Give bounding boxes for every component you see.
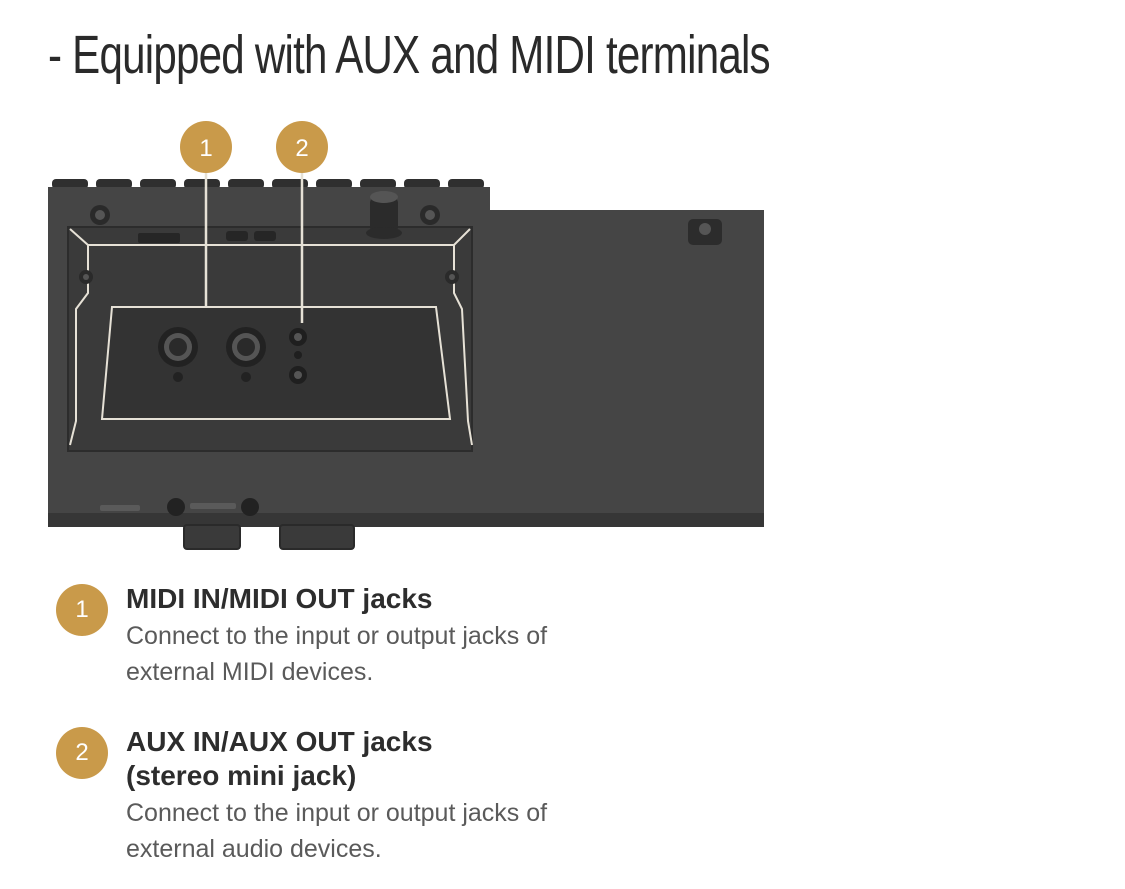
callout-badge-1-label: 1: [199, 135, 212, 162]
legend-desc-aux: Connect to the input or output jacks of …: [126, 795, 726, 867]
legend-title-aux: AUX IN/AUX OUT jacks (stereo mini jack): [126, 725, 726, 793]
midi-out-jack-icon: [226, 327, 266, 382]
legend-desc-midi-line-2: external MIDI devices.: [126, 658, 374, 686]
screw-icons: [79, 205, 722, 284]
inner-panel-outline: [100, 306, 452, 420]
legend-badge-2: 2: [56, 727, 108, 779]
callout-leaders: [204, 169, 304, 323]
lower-jacks: [100, 498, 259, 516]
legend-title-midi: MIDI IN/MIDI OUT jacks: [126, 583, 433, 614]
aux-in-jack-icon: [289, 328, 307, 346]
legend-title-aux-line-1: AUX IN/AUX OUT jacks: [126, 726, 433, 757]
upper-ports: [138, 231, 276, 243]
bottom-shadow: [48, 513, 764, 527]
callout-badge-2-label: 2: [295, 135, 308, 162]
callout-badge-1: 1: [180, 121, 232, 173]
aux-out-jack-icon: [289, 366, 307, 384]
legend-desc-aux-line-2: external audio devices.: [126, 835, 382, 863]
legend-title-aux-line-2: (stereo mini jack): [126, 760, 357, 791]
feet: [183, 524, 355, 550]
power-knob-icon: [366, 191, 402, 239]
legend-text-aux: AUX IN/AUX OUT jacks (stereo mini jack) …: [126, 725, 726, 867]
page-title: - Equipped with AUX and MIDI terminals: [48, 25, 771, 85]
keyboard-rear-panel-diagram: 1 2: [48, 121, 764, 550]
legend-badge-1: 1: [56, 584, 108, 636]
legend-desc-aux-line-1: Connect to the input or output jacks of: [126, 799, 548, 827]
top-edge-bumps: [52, 179, 484, 189]
callout-badge-2: 2: [276, 121, 328, 173]
legend-desc-midi-line-1: Connect to the input or output jacks of: [126, 622, 548, 650]
legend-desc-midi: Connect to the input or output jacks of …: [126, 618, 726, 690]
midi-in-jack-icon: [158, 327, 198, 382]
legend-text-midi: MIDI IN/MIDI OUT jacks Connect to the in…: [126, 582, 726, 690]
panel-bevel: [69, 228, 471, 246]
aux-indicator-icon: [294, 351, 302, 359]
